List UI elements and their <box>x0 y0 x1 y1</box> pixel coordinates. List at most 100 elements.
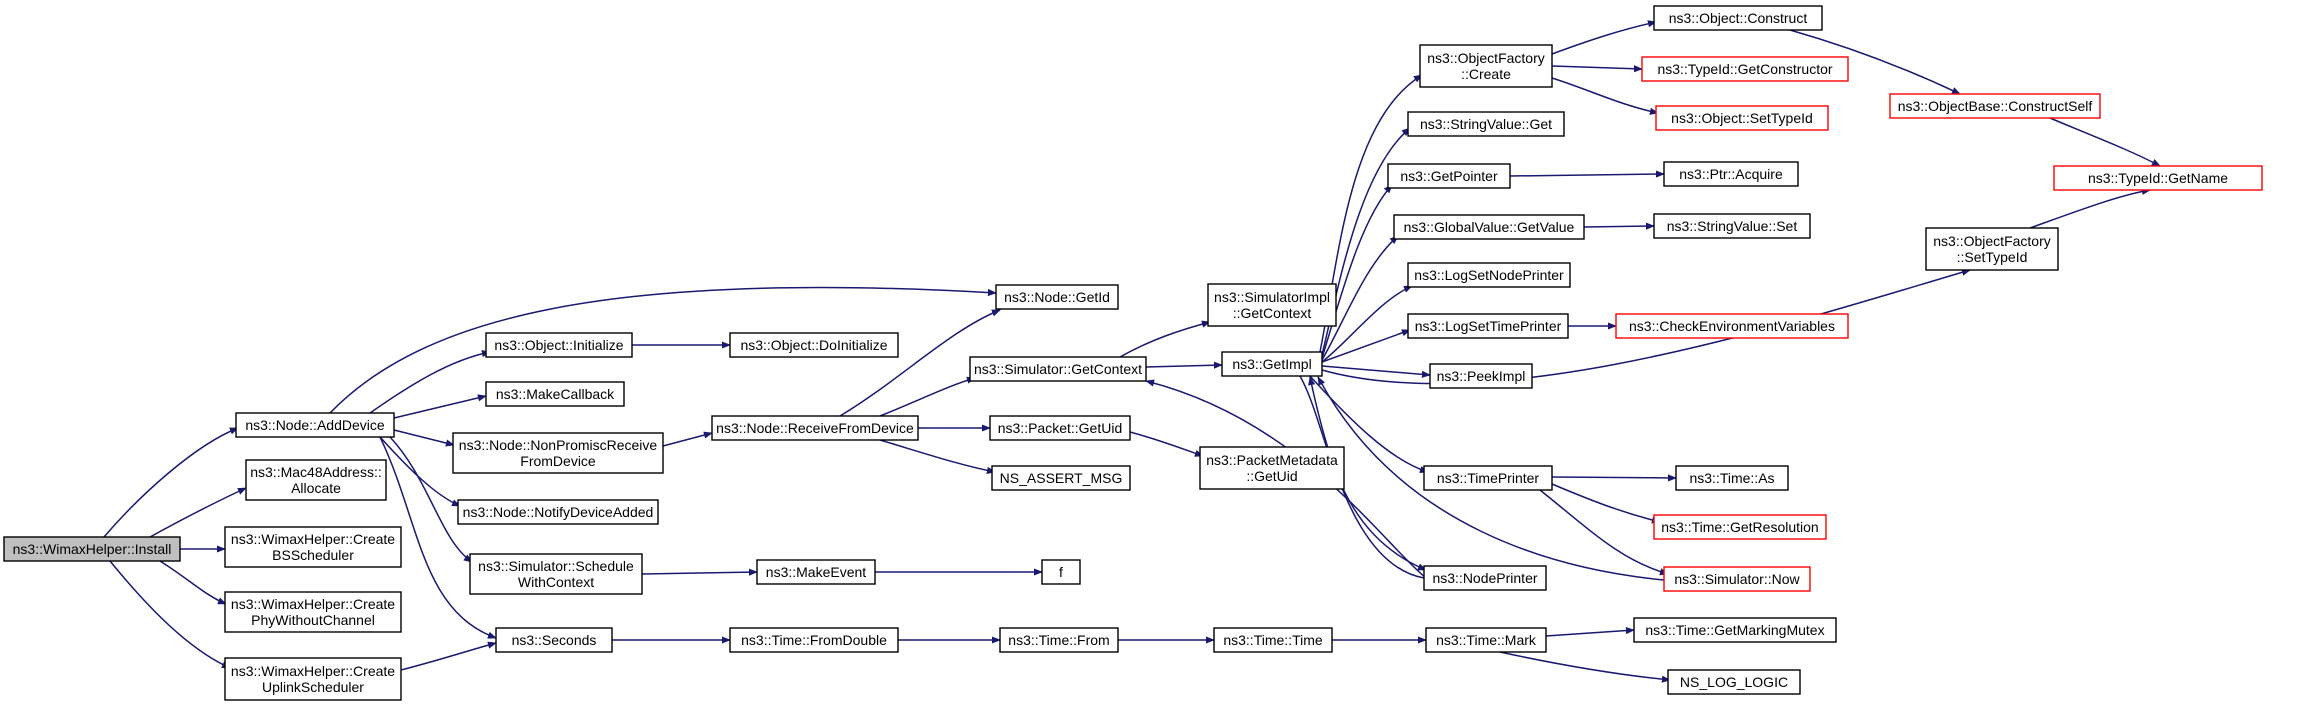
node-objconstruct[interactable]: ns3::Object::Construct <box>1653 5 1823 31</box>
node-getcontext[interactable]: ns3::Simulator::GetContext <box>969 356 1147 382</box>
node-label: ns3::Object::DoInitialize <box>740 337 887 353</box>
node-makeevent[interactable]: ns3::MakeEvent <box>756 559 876 585</box>
node-objinit[interactable]: ns3::Object::Initialize <box>485 332 633 358</box>
node-gvgetvalue[interactable]: ns3::GlobalValue::GetValue <box>1393 214 1585 240</box>
edge-ofcreate-to-objconstruct <box>1551 20 1657 55</box>
node-install[interactable]: ns3::WimaxHelper::Install <box>3 536 181 562</box>
edge-recvfromdev-to-getcontext <box>879 376 976 417</box>
node-timeas[interactable]: ns3::Time::As <box>1675 465 1789 491</box>
node-label: ns3::Time::Mark <box>1436 632 1537 648</box>
node-implctx[interactable]: ns3::SimulatorImpl::GetContext <box>1207 283 1337 327</box>
node-checkenv[interactable]: ns3::CheckEnvironmentVariables <box>1615 313 1849 339</box>
node-logtime[interactable]: ns3::LogSetTimePrinter <box>1407 313 1569 339</box>
node-timemark[interactable]: ns3::Time::Mark <box>1425 627 1547 653</box>
node-timefrom[interactable]: ns3::Time::From <box>999 627 1119 653</box>
node-label: ns3::PeekImpl <box>1437 368 1526 384</box>
node-box <box>1615 313 1849 339</box>
node-box <box>1663 566 1811 592</box>
node-label: ns3::Ptr::Acquire <box>1679 166 1783 182</box>
node-box <box>1407 111 1565 137</box>
node-box <box>224 526 402 568</box>
node-box <box>999 627 1119 653</box>
node-label: ns3::StringValue::Set <box>1667 218 1798 234</box>
node-box <box>1925 227 2059 271</box>
node-box <box>1207 283 1337 327</box>
node-assertmsg[interactable]: NS_ASSERT_MSG <box>991 465 1131 491</box>
node-label: ns3::LogSetNodePrinter <box>1414 267 1564 283</box>
node-getpointer[interactable]: ns3::GetPointer <box>1387 163 1511 189</box>
node-lognode[interactable]: ns3::LogSetNodePrinter <box>1407 262 1571 288</box>
node-nodeprinter[interactable]: ns3::NodePrinter <box>1423 565 1547 591</box>
node-label: ns3::NodePrinter <box>1432 570 1537 586</box>
edge-getimpl-to-ofsettypeid <box>1321 268 1971 385</box>
node-label: ns3::Simulator::GetContext <box>974 361 1142 377</box>
node-getname[interactable]: ns3::TypeId::GetName <box>2053 165 2263 191</box>
node-box <box>452 432 664 474</box>
node-box <box>989 415 1131 441</box>
node-ptracquire[interactable]: ns3::Ptr::Acquire <box>1663 161 1799 187</box>
node-getimpl[interactable]: ns3::GetImpl <box>1221 351 1323 377</box>
node-ofcreate[interactable]: ns3::ObjectFactory::Create <box>1419 44 1553 88</box>
node-box <box>969 356 1147 382</box>
node-getuid[interactable]: ns3::Packet::GetUid <box>989 415 1131 441</box>
node-getres[interactable]: ns3::Time::GetResolution <box>1653 514 1827 540</box>
edge-install-to-mac48 <box>149 487 247 538</box>
node-box <box>224 591 402 633</box>
edge-adddevice-to-seconds <box>379 436 497 639</box>
node-label: ns3::Object::Construct <box>1669 10 1808 26</box>
node-loglogic[interactable]: NS_LOG_LOGIC <box>1667 669 1801 695</box>
node-label: ns3::Time::As <box>1689 470 1774 486</box>
node-createphy[interactable]: ns3::WimaxHelper::CreatePhyWithoutChanne… <box>224 591 402 633</box>
node-fromdouble[interactable]: ns3::Time::FromDouble <box>729 627 899 653</box>
node-recvfromdev[interactable]: ns3::Node::ReceiveFromDevice <box>711 415 919 441</box>
node-objbasector[interactable]: ns3::ObjectBase::ConstructSelf <box>1889 93 2101 119</box>
node-box <box>495 627 613 653</box>
node-label: ns3::TypeId::GetConstructor <box>1657 61 1832 77</box>
node-timetime[interactable]: ns3::Time::Time <box>1213 627 1333 653</box>
node-notifyadded[interactable]: ns3::Node::NotifyDeviceAdded <box>457 499 659 525</box>
node-box <box>1387 163 1511 189</box>
node-box <box>469 553 643 595</box>
node-getid[interactable]: ns3::Node::GetId <box>995 284 1119 310</box>
node-box <box>1423 565 1547 591</box>
node-adddevice[interactable]: ns3::Node::AddDevice <box>235 412 395 438</box>
node-box <box>1199 446 1345 490</box>
node-label: ns3::WimaxHelper::Create <box>231 531 395 547</box>
node-box <box>1889 93 2101 119</box>
node-box <box>1429 363 1533 389</box>
edge-getimpl-to-timeprinter <box>1309 375 1429 473</box>
node-label: NS_ASSERT_MSG <box>1000 470 1123 486</box>
node-pmgetuid[interactable]: ns3::PacketMetadata::GetUid <box>1199 446 1345 490</box>
node-timeprinter[interactable]: ns3::TimePrinter <box>1423 465 1553 491</box>
node-label: ns3::Time::Time <box>1223 632 1323 648</box>
node-box <box>1633 617 1837 643</box>
node-f[interactable]: f <box>1041 559 1081 585</box>
node-doinit[interactable]: ns3::Object::DoInitialize <box>729 332 899 358</box>
node-box <box>1213 627 1333 653</box>
node-peekimpl[interactable]: ns3::PeekImpl <box>1429 363 1533 389</box>
node-ofsettypeid[interactable]: ns3::ObjectFactory::SetTypeId <box>1925 227 2059 271</box>
node-box <box>991 465 1131 491</box>
node-box <box>729 332 899 358</box>
node-label: f <box>1059 564 1063 580</box>
node-seconds[interactable]: ns3::Seconds <box>495 627 613 653</box>
node-strset[interactable]: ns3::StringValue::Set <box>1653 213 1811 239</box>
node-strget[interactable]: ns3::StringValue::Get <box>1407 111 1565 137</box>
node-label: ns3::GetPointer <box>1400 168 1498 184</box>
edge-getpointer-to-ptracquire <box>1509 170 1665 178</box>
edge-timeprinter-to-getres <box>1551 483 1661 524</box>
node-makecallback[interactable]: ns3::MakeCallback <box>485 381 625 407</box>
node-mac48[interactable]: ns3::Mac48Address::Allocate <box>245 459 387 501</box>
node-box <box>1407 262 1571 288</box>
node-box <box>1393 214 1585 240</box>
node-label: ns3::Seconds <box>512 632 597 648</box>
node-markmutex[interactable]: ns3::Time::GetMarkingMutex <box>1633 617 1837 643</box>
node-getctor[interactable]: ns3::TypeId::GetConstructor <box>1641 56 1849 82</box>
node-simnow[interactable]: ns3::Simulator::Now <box>1663 566 1811 592</box>
node-settypeid[interactable]: ns3::Object::SetTypeId <box>1655 105 1829 131</box>
edge-timemark-to-loglogic <box>1499 651 1671 683</box>
